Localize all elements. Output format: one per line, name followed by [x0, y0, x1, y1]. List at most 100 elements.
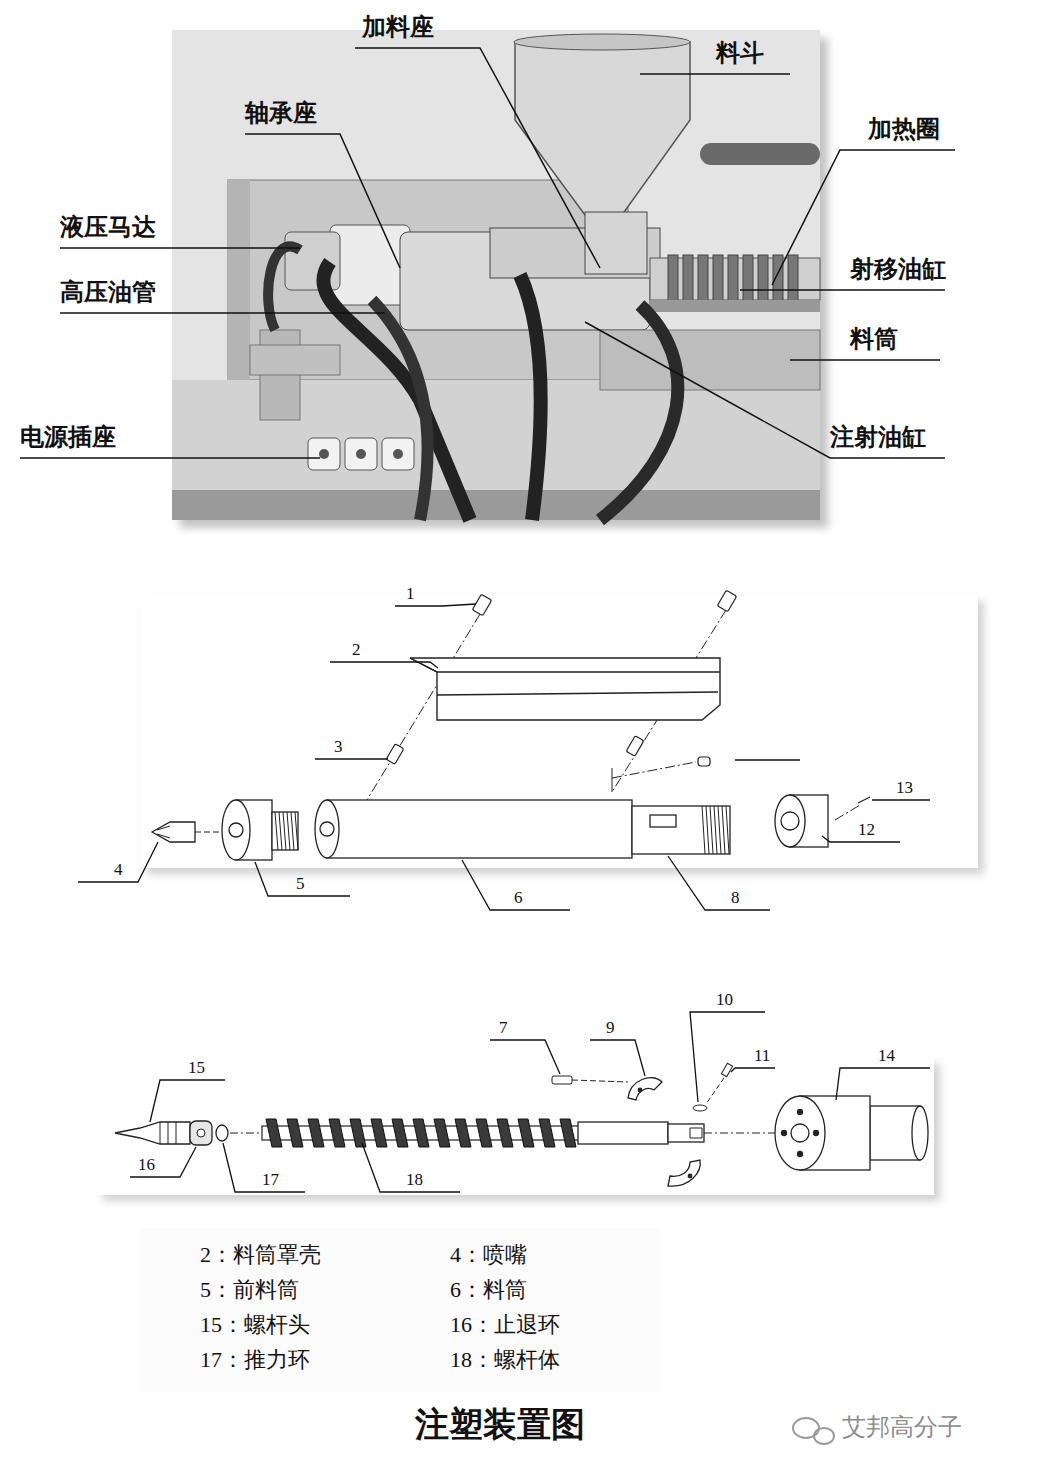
barrel-rear: [632, 806, 730, 854]
screw-shank: [578, 1122, 668, 1144]
leader-lines: [130, 1012, 930, 1192]
socket-hole: [393, 449, 403, 459]
callout-number: 11: [754, 1046, 770, 1066]
hopper: [515, 42, 690, 215]
bubble: [793, 1418, 819, 1438]
parts-list-entry: 4：喷嘴: [450, 1242, 527, 1267]
front-barrel-face: [222, 800, 250, 860]
leader-line: [255, 862, 350, 896]
thread-line: [710, 806, 713, 854]
leader-line: [362, 1143, 460, 1192]
screw-flight: [455, 1119, 471, 1147]
heater-band: [788, 255, 798, 303]
leader-line: [60, 312, 385, 314]
barrel-exploded-view: [78, 590, 984, 910]
parts-list-entry: 2：料筒罩壳: [200, 1242, 321, 1267]
callout-number: 1: [406, 584, 415, 604]
part-label: 高压油管: [60, 279, 156, 307]
feed-window: [650, 815, 676, 827]
callout-number: 8: [731, 888, 740, 908]
screw-flight: [287, 1119, 303, 1147]
callout-number: 13: [896, 778, 913, 798]
screw-flight: [539, 1119, 555, 1147]
part-label: 轴承座: [245, 100, 317, 128]
callout-number: 7: [499, 1018, 508, 1038]
axis-line: [230, 1133, 262, 1134]
watermark: 艾邦高分子: [842, 1414, 962, 1442]
check-ring: [190, 1121, 212, 1145]
leader-line: [790, 359, 940, 361]
washer: [693, 1105, 707, 1111]
cover-edge: [437, 692, 718, 695]
heater-band: [698, 255, 708, 303]
bolt-hole: [798, 1152, 803, 1157]
part-label: 加料座: [362, 14, 434, 42]
barrel-body: [327, 800, 632, 858]
socket: [382, 438, 414, 470]
leader-line: [640, 73, 790, 75]
screw-flight: [413, 1119, 429, 1147]
screw-flight: [266, 1119, 282, 1147]
half-rings: [628, 1078, 700, 1187]
leader-line: [315, 758, 388, 759]
thrust-ring: [216, 1125, 228, 1141]
screw-tip: [115, 1122, 190, 1144]
leader-line: [355, 48, 600, 268]
pin: [721, 1063, 732, 1076]
heater-band: [758, 255, 768, 303]
part-label: 加热圈: [868, 116, 940, 144]
power-sockets: [308, 438, 414, 470]
thread-line: [706, 806, 709, 854]
leader-line: [740, 289, 945, 291]
leader-line: [690, 1012, 765, 1102]
barrel-cover: [410, 658, 720, 720]
tie-rod: [700, 143, 820, 165]
axis-line: [835, 805, 860, 820]
part-label: 电源插座: [20, 424, 116, 452]
leader-line: [395, 604, 476, 606]
leader-line: [490, 1040, 560, 1074]
screw-end: [668, 1124, 704, 1142]
screw-flight: [497, 1119, 513, 1147]
axis-line: [704, 1133, 775, 1134]
screw: [626, 736, 644, 757]
callout-number: 18: [406, 1170, 423, 1190]
screw-flight: [434, 1119, 450, 1147]
watermark-icon: [793, 1418, 834, 1444]
leader-line: [585, 322, 945, 458]
cap-face: [775, 795, 805, 847]
callout-number: 6: [514, 888, 523, 908]
screw: [858, 797, 870, 803]
panel: [140, 595, 978, 868]
socket-hole: [319, 449, 329, 459]
screw-flight: [350, 1119, 366, 1147]
sleeve-face: [775, 1096, 825, 1170]
parts-list-entry: 18：螺杆体: [450, 1347, 560, 1372]
thread-lines: [275, 812, 298, 850]
screw-flight: [371, 1119, 387, 1147]
bore: [781, 812, 799, 830]
cover-edge: [410, 658, 720, 672]
callout-number: 16: [138, 1155, 155, 1175]
heater-band: [743, 255, 753, 303]
barrel-6: [315, 800, 730, 858]
leader-lines: [20, 48, 955, 458]
callout-number: 3: [334, 737, 343, 757]
cover-body: [410, 658, 720, 720]
parts-list-entry: 17：推力环: [200, 1347, 310, 1372]
bore: [229, 823, 243, 837]
callout-number: 14: [878, 1046, 895, 1066]
screws: [386, 590, 870, 803]
leader-line: [668, 856, 770, 910]
hopper-rim: [514, 34, 690, 50]
thread-line: [291, 812, 294, 850]
thread-line: [726, 806, 729, 854]
hose: [372, 300, 428, 520]
callout-number: 17: [262, 1170, 279, 1190]
screw-flight: [476, 1119, 492, 1147]
leader-line: [60, 247, 300, 249]
hose: [323, 262, 470, 520]
key-slot: [690, 1128, 702, 1138]
heater-band: [728, 255, 738, 303]
panel: [97, 1058, 934, 1195]
